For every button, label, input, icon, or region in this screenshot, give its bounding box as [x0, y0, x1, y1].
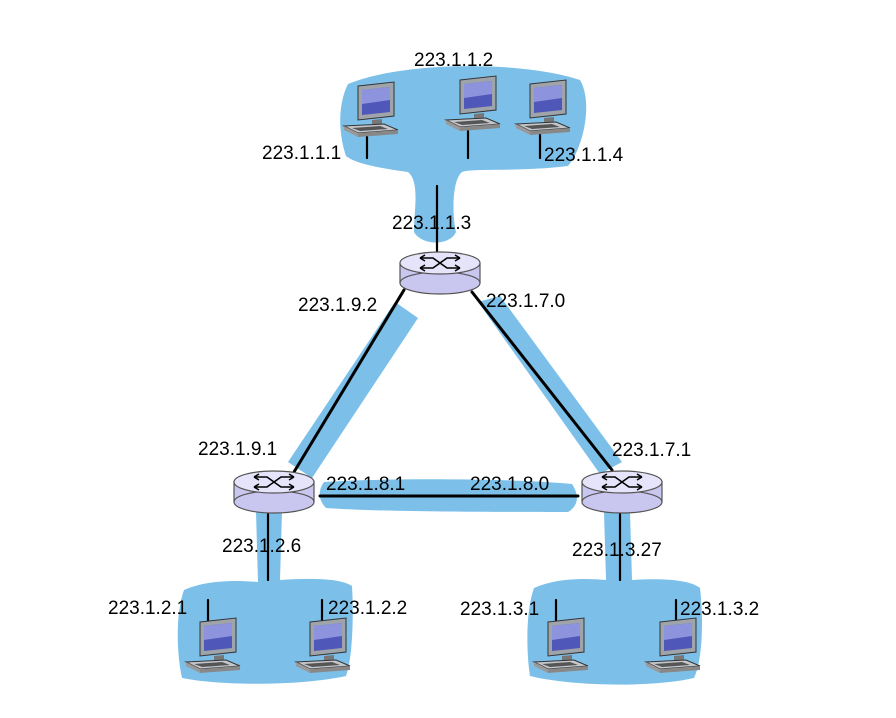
link-top-right	[470, 290, 614, 472]
ip-label-right-router-lan: 223.1.3.27	[572, 540, 662, 561]
ip-label-right-router-top: 223.1.7.1	[612, 440, 691, 461]
ip-label-br-host-2: 223.1.3.2	[680, 599, 759, 620]
ip-label-br-host-1: 223.1.3.1	[460, 599, 539, 620]
ip-label-top-router-lan: 223.1.1.3	[392, 213, 471, 234]
ip-label-top-host-3: 223.1.1.4	[544, 145, 624, 166]
subnet-top-lan	[340, 66, 587, 243]
subnet-link-9	[288, 302, 418, 478]
router-icon	[233, 470, 315, 514]
ip-label-left-router-right: 223.1.8.1	[326, 474, 405, 495]
link-top-left	[292, 288, 406, 474]
ip-label-top-host-1: 223.1.1.1	[262, 143, 341, 164]
ip-label-left-router-lan: 223.1.2.6	[222, 536, 301, 557]
ip-label-left-router-top: 223.1.9.1	[198, 439, 277, 460]
router-icon	[581, 470, 663, 514]
subnet-link-7	[478, 296, 622, 474]
ip-label-top-router-left: 223.1.9.2	[298, 295, 377, 316]
ip-label-right-router-left: 223.1.8.0	[470, 474, 549, 495]
ip-label-bl-host-1: 223.1.2.1	[108, 598, 187, 619]
ip-label-top-host-2: 223.1.1.2	[414, 50, 493, 71]
ip-label-bl-host-2: 223.1.2.2	[328, 598, 407, 619]
router-icon	[399, 251, 481, 295]
ip-label-top-router-right: 223.1.7.0	[486, 291, 565, 312]
